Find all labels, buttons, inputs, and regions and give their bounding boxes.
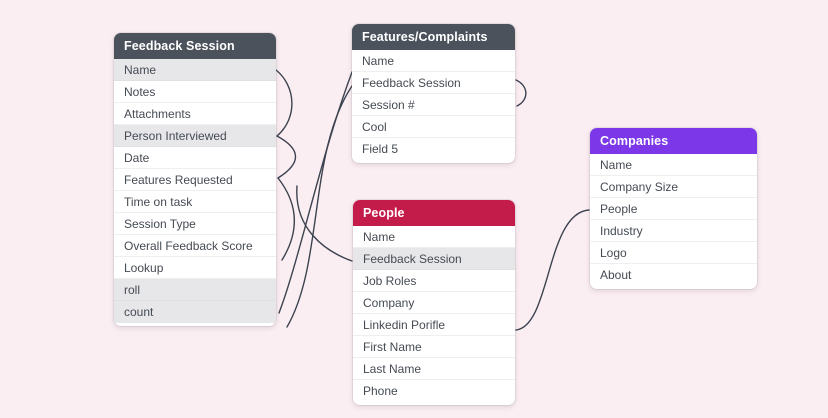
field-row[interactable]: About bbox=[600, 268, 632, 282]
table-header[interactable]: Companies bbox=[590, 128, 757, 154]
field-row[interactable]: Features Requested bbox=[114, 169, 276, 191]
field-row[interactable]: Company Size bbox=[590, 176, 757, 198]
connector-fs-count-to-fc-name bbox=[278, 71, 353, 314]
connector-fs-bottom-to-fc-feedback-session bbox=[286, 85, 353, 328]
connector-fs-mid-loop bbox=[277, 177, 295, 261]
field-row[interactable]: First Name bbox=[353, 336, 515, 358]
table-header[interactable]: Features/Complaints bbox=[352, 24, 515, 50]
field-row[interactable]: Feedback Session bbox=[353, 248, 515, 270]
field-row[interactable]: Overall Feedback Score bbox=[114, 235, 276, 257]
field-row[interactable]: Industry bbox=[590, 220, 757, 242]
field-row[interactable]: Field 5 bbox=[362, 142, 399, 156]
table-title: Feedback Session bbox=[124, 39, 235, 53]
field-row[interactable]: Logo bbox=[590, 242, 757, 264]
table-title: Companies bbox=[600, 134, 669, 148]
field-row[interactable]: Session # bbox=[352, 94, 515, 116]
field-row[interactable]: Attachments bbox=[114, 103, 276, 125]
field-row[interactable]: Lookup bbox=[114, 257, 276, 279]
connector-people-to-companies-people bbox=[515, 209, 590, 331]
field-row[interactable]: Name bbox=[114, 59, 276, 81]
field-row[interactable]: Name bbox=[590, 154, 757, 176]
table-title: People bbox=[363, 206, 405, 220]
field-row[interactable]: count bbox=[114, 301, 276, 323]
field-row[interactable]: Notes bbox=[114, 81, 276, 103]
field-row[interactable]: Name bbox=[352, 50, 515, 72]
field-row[interactable]: People bbox=[590, 198, 757, 220]
field-row[interactable]: Last Name bbox=[353, 358, 515, 380]
field-row[interactable]: Feedback Session bbox=[352, 72, 515, 94]
table-header[interactable]: Feedback Session bbox=[114, 33, 276, 59]
field-row[interactable]: Name bbox=[353, 226, 515, 248]
field-row[interactable]: Phone bbox=[363, 384, 398, 398]
field-row[interactable]: Time on task bbox=[114, 191, 276, 213]
field-row[interactable]: Company bbox=[353, 292, 515, 314]
connector-fs-to-people-feedback-session bbox=[296, 185, 353, 262]
field-row[interactable]: Session Type bbox=[114, 213, 276, 235]
field-row[interactable]: Cool bbox=[352, 116, 515, 138]
field-row[interactable]: roll bbox=[114, 279, 276, 301]
field-row[interactable]: Person Interviewed bbox=[114, 125, 276, 147]
table-header[interactable]: People bbox=[353, 200, 515, 226]
field-row[interactable]: Linkedin Porifle bbox=[353, 314, 515, 336]
connector-fs-person-interviewed-loop bbox=[276, 135, 297, 179]
connector-fc-session-number-loop bbox=[515, 79, 527, 107]
field-row[interactable]: Date bbox=[114, 147, 276, 169]
connector-fs-name-to-person-interviewed bbox=[275, 69, 293, 137]
field-row[interactable]: Job Roles bbox=[353, 270, 515, 292]
table-title: Features/Complaints bbox=[362, 30, 488, 44]
